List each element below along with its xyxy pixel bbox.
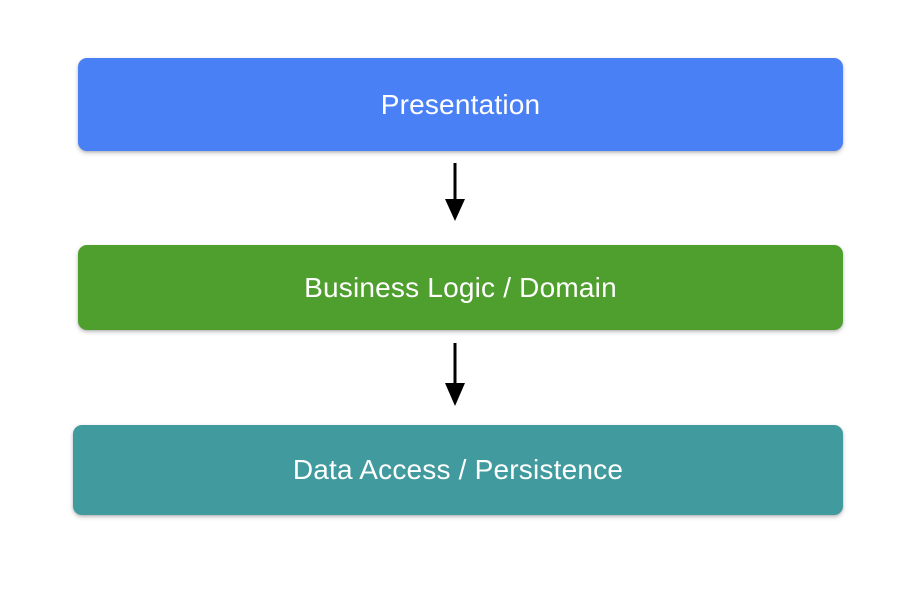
layer-label-presentation: Presentation — [380, 88, 541, 120]
arrow-down-icon-business-to-data — [445, 343, 465, 406]
arrow-head — [445, 383, 465, 406]
layer-label-business-logic: Business Logic / Domain — [304, 271, 617, 303]
layer-box-business-logic[interactable]: Business Logic / Domain — [78, 245, 843, 330]
arrow-head — [445, 199, 465, 221]
layer-box-presentation[interactable]: Presentation — [78, 58, 843, 151]
layer-label-data-access: Data Access / Persistence — [292, 454, 624, 485]
layer-box-data-access[interactable]: Data Access / Persistence — [73, 425, 843, 515]
arrow-down-icon-presentation-to-business — [445, 163, 465, 221]
